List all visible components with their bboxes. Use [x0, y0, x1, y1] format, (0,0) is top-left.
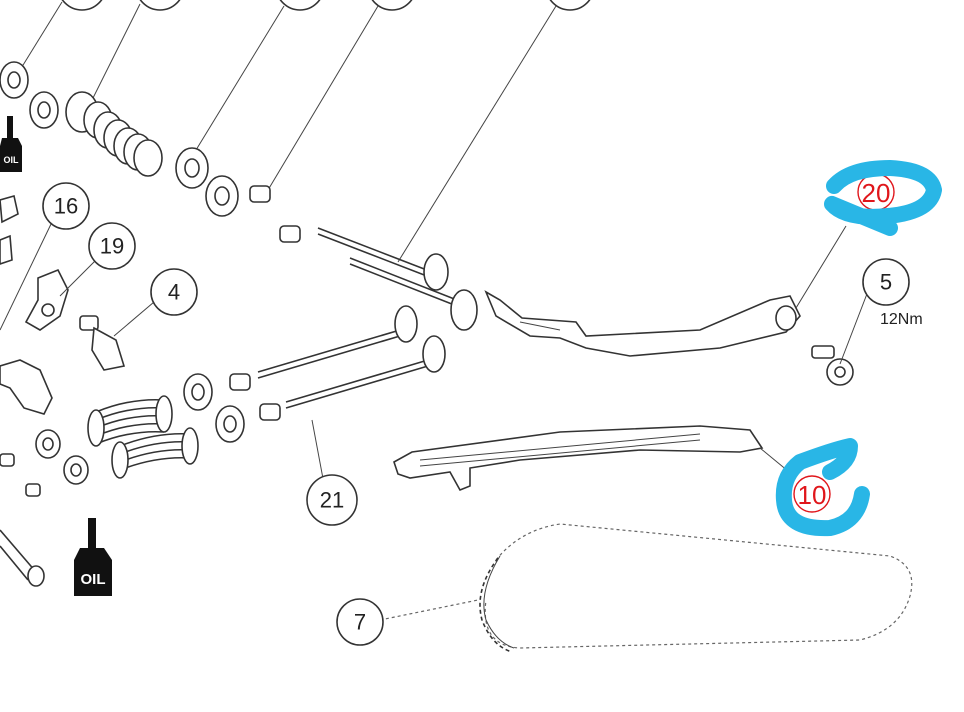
callout-5: 5 12Nm	[862, 258, 923, 328]
highlight-10: 10	[775, 438, 870, 537]
chain-guide	[393, 425, 764, 492]
lower-valves	[257, 305, 446, 409]
oil-can-small-icon: OIL	[0, 116, 22, 172]
bolt-5	[811, 345, 854, 386]
callout-21: 21	[306, 474, 358, 526]
oil-large-label: OIL	[81, 571, 106, 588]
callout-5-label: 5	[880, 270, 892, 295]
oil-small-label: OIL	[4, 155, 20, 165]
callout-7-label: 7	[354, 610, 366, 635]
callout-21-label: 21	[320, 488, 344, 513]
lower-spring-stack	[0, 373, 281, 497]
lower-left-shaft	[0, 529, 45, 587]
left-middle-parts	[0, 194, 126, 415]
highlight-20: 20	[824, 160, 942, 236]
callout-4-label: 4	[168, 280, 180, 305]
torque-5-label: 12Nm	[880, 311, 923, 328]
callout-7: 7	[336, 598, 384, 646]
callout-19: 19	[88, 222, 136, 270]
callout-16: 16	[42, 182, 90, 230]
oil-can-large-icon: OIL	[74, 518, 112, 596]
red-mark-20: 20	[862, 178, 891, 208]
upper-valves	[317, 227, 478, 331]
upper-spring-stack	[0, 61, 301, 243]
callout-4: 4	[150, 268, 198, 316]
rocker-arm	[484, 290, 801, 357]
red-mark-10: 10	[798, 480, 827, 510]
top-callouts-partial	[19, 0, 591, 263]
callout-19-label: 19	[100, 234, 124, 259]
callout-16-label: 16	[54, 194, 78, 219]
timing-chain	[479, 523, 913, 653]
